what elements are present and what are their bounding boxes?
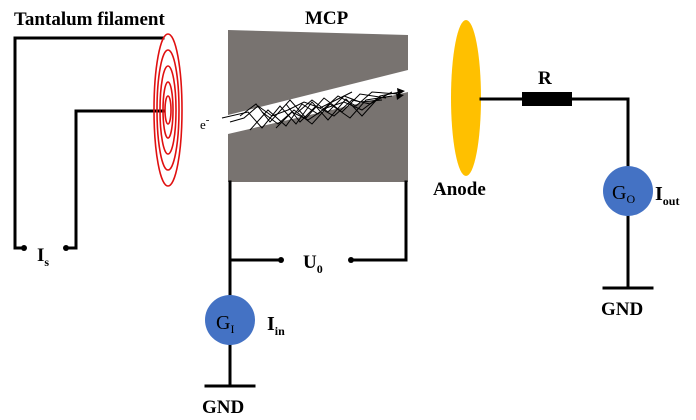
u0-sub: 0 bbox=[317, 262, 323, 276]
resistor-label: R bbox=[538, 68, 552, 89]
input-current-meter bbox=[205, 295, 255, 345]
iin-sub: in bbox=[275, 324, 285, 338]
is-main: I bbox=[37, 245, 44, 266]
u0-main: U bbox=[303, 252, 317, 273]
iin-main: I bbox=[267, 313, 275, 335]
output-meter-label: GO bbox=[612, 182, 635, 206]
output-current-meter bbox=[603, 166, 653, 216]
tantalum-filament bbox=[153, 33, 183, 187]
ground-label-right: GND bbox=[601, 299, 643, 320]
iout-sub: out bbox=[663, 194, 680, 208]
resistor bbox=[522, 92, 572, 106]
iout-main: I bbox=[655, 183, 663, 205]
electron-trajectories bbox=[221, 91, 401, 131]
electron-arrowheads bbox=[396, 88, 405, 100]
mcp-bias-wires bbox=[204, 180, 408, 388]
filament-current-label: Is bbox=[37, 245, 49, 269]
gi-main: G bbox=[216, 312, 230, 334]
filament-label: Tantalum filament bbox=[14, 9, 165, 30]
output-circuit-wires bbox=[479, 97, 654, 290]
mcp-plate bbox=[228, 30, 408, 182]
go-sub: O bbox=[626, 192, 635, 206]
anode-label: Anode bbox=[433, 179, 486, 200]
input-current-label: Iin bbox=[267, 313, 285, 338]
anode bbox=[451, 20, 481, 176]
electron-symbol: e bbox=[200, 117, 206, 132]
input-meter-label: GI bbox=[216, 312, 234, 336]
is-terminal-right bbox=[63, 245, 69, 251]
output-current-label: Iout bbox=[655, 183, 679, 208]
go-main: G bbox=[612, 182, 626, 204]
is-sub: s bbox=[44, 255, 49, 269]
filament-circuit-wires bbox=[13, 36, 165, 250]
is-terminal-left bbox=[21, 245, 27, 251]
electron-charge: - bbox=[206, 114, 210, 126]
mcp-voltage-label: U0 bbox=[303, 252, 323, 276]
mcp-label: MCP bbox=[305, 8, 349, 29]
ground-label-left: GND bbox=[202, 397, 244, 418]
gi-sub: I bbox=[230, 322, 234, 336]
u0-terminal-left bbox=[278, 257, 284, 263]
u0-terminal-right bbox=[348, 257, 354, 263]
electron-label: e- bbox=[200, 114, 210, 132]
